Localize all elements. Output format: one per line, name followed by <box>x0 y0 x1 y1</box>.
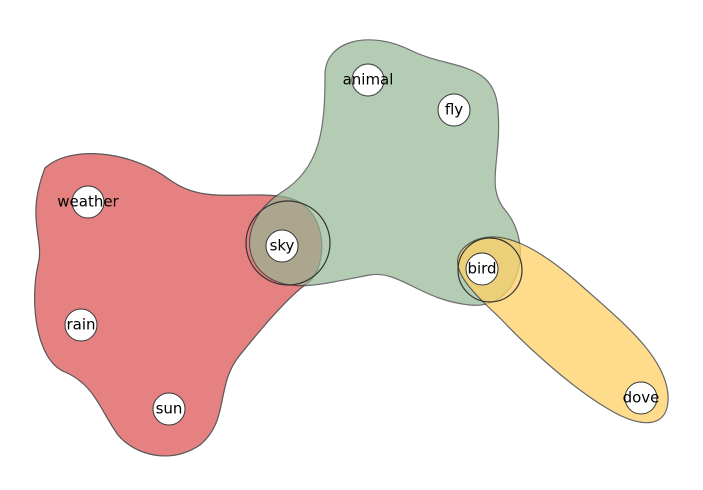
node-label-bird: bird <box>467 260 496 278</box>
node-weather[interactable]: weather <box>57 185 120 219</box>
node-label-sun: sun <box>156 400 183 418</box>
bird-group-region <box>457 236 669 424</box>
node-label-sky: sky <box>270 237 295 255</box>
sky-overlap-ring <box>245 200 331 286</box>
node-label-weather: weather <box>57 193 119 211</box>
weather-group-region <box>34 153 323 457</box>
node-sky[interactable]: sky <box>265 229 299 263</box>
node-label-animal: animal <box>343 71 394 89</box>
node-sun[interactable]: sun <box>152 392 186 426</box>
node-label-fly: fly <box>445 101 463 119</box>
bird-overlap-ring <box>457 237 523 303</box>
node-label-rain: rain <box>66 316 95 334</box>
node-dove[interactable]: dove <box>623 381 660 415</box>
node-rain[interactable]: rain <box>64 308 98 342</box>
node-animal[interactable]: animal <box>343 63 394 97</box>
node-bird[interactable]: bird <box>465 252 499 286</box>
node-fly[interactable]: fly <box>437 93 471 127</box>
node-label-dove: dove <box>623 389 660 407</box>
